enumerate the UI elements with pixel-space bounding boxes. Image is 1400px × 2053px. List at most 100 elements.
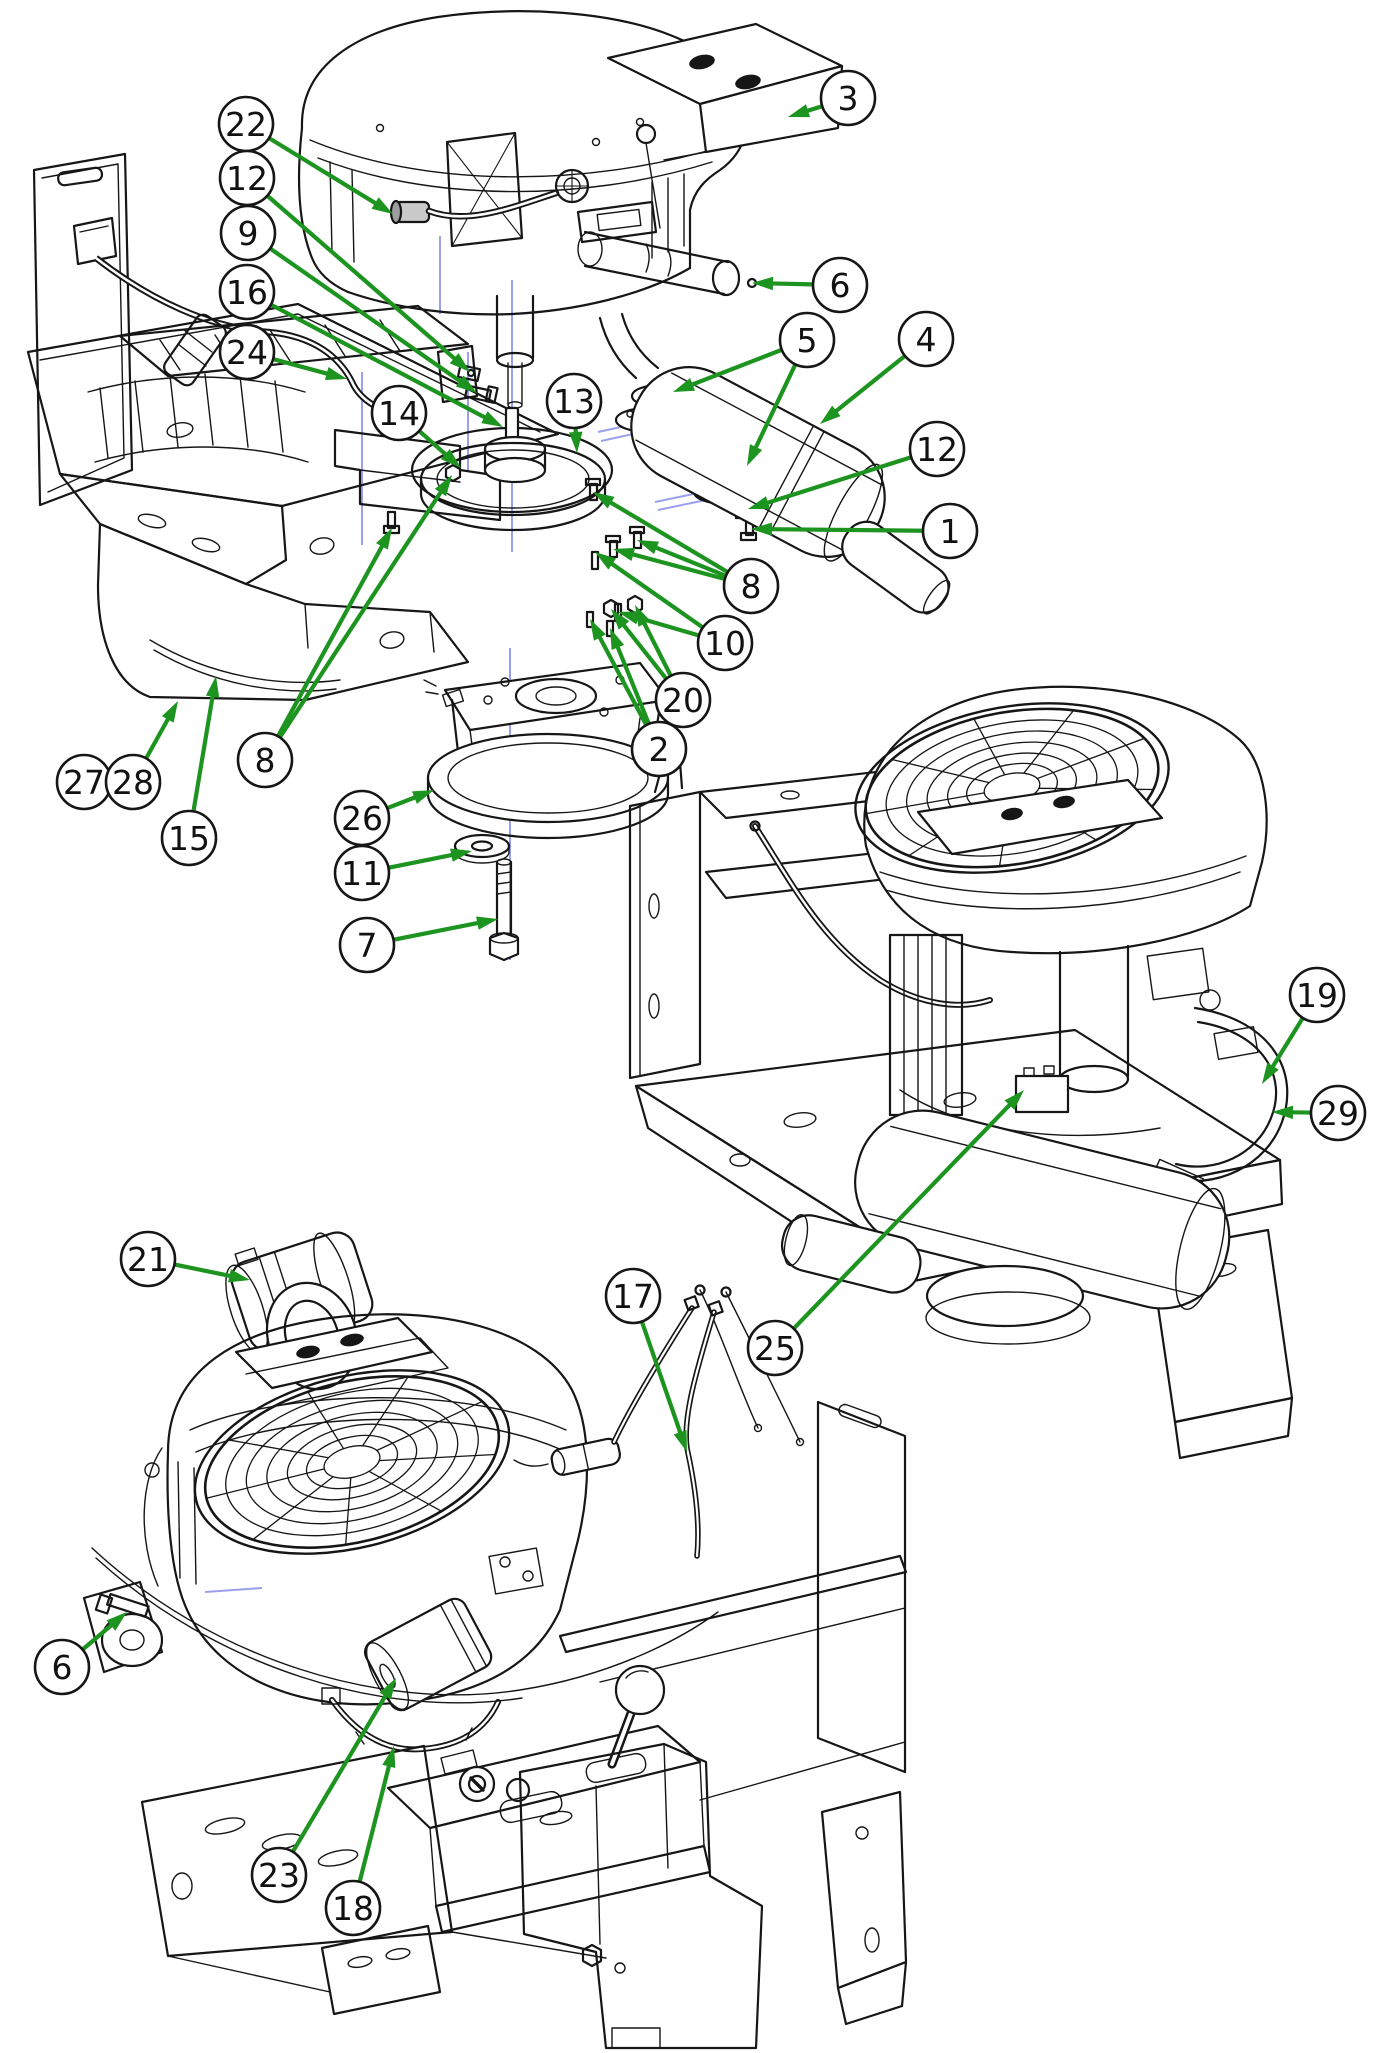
callout-15: 15 [160,676,220,867]
balloon-circle [219,204,277,262]
arrow-head-icon [569,431,583,453]
arrow-head-icon [673,378,696,392]
arrow-head-icon [593,492,615,509]
balloon-circle [218,263,276,321]
balloon-number: 6 [52,1648,73,1687]
arrow-head-icon [382,1746,396,1769]
arrow-head-icon [1262,1062,1279,1084]
callout-26: 26 [333,789,434,847]
balloon-number: 17 [612,1277,654,1316]
arrow-line [765,455,911,506]
balloon-number: 20 [662,681,704,720]
balloon-number: 12 [226,159,268,198]
balloon-number: 10 [704,624,746,663]
callout-23: 23 [250,1678,396,1904]
arrow-head-icon [228,1269,250,1283]
callout-17: 17 [604,1267,687,1452]
callout-8: 8 [593,492,780,615]
callout-22: 22 [217,95,393,214]
callout-27: 27 [55,753,113,811]
clutch-assembly [423,661,670,962]
arrow-line [653,545,726,578]
engine-bottom [82,1231,724,1753]
balloon-circle [33,1638,91,1696]
arrow-head-icon [618,611,641,625]
arrow-line [269,247,463,384]
balloon-circle [778,311,836,369]
wiring-harness [94,255,406,418]
balloon-circle [333,844,391,902]
arrow-line [770,281,813,287]
arrow-head-icon [449,353,470,372]
arrow-head-icon [748,496,771,510]
callout-20: 20 [611,605,712,729]
balloon-circle [897,310,955,368]
arrow-head-icon [106,1612,127,1631]
callout-2: 2 [590,619,688,778]
arrow-head-icon [820,405,841,424]
balloon-number: 29 [1317,1094,1359,1133]
callout-29: 29 [1272,1084,1367,1142]
arrow-head-icon [371,197,393,214]
arrow-head-icon [635,605,651,627]
callout-8: 8 [236,475,452,789]
arrow-line [640,1321,683,1435]
arrow-line [753,364,797,450]
arrow-line [805,104,822,114]
arrow-line [278,489,444,738]
balloon-number: 11 [341,854,383,893]
balloon-circle [370,384,428,442]
callout-10: 10 [595,552,754,672]
arrow-line [792,1102,1013,1330]
arrow-head-icon [434,475,452,497]
arrow-line [418,430,449,457]
arrow-line [630,551,725,581]
balloon-circle [119,1230,177,1288]
arrow-head-icon [590,619,606,641]
balloon-number: 25 [754,1329,796,1368]
arrow-line [273,357,330,377]
arrow-line [191,694,215,811]
arrow-head-icon [476,916,498,930]
callout-16: 16 [218,263,503,427]
arrow-head-icon [788,104,811,118]
arrow-line [615,644,651,724]
arrow-line [608,499,729,574]
balloon-circle [604,1267,662,1325]
balloon-circle [746,1319,804,1377]
balloon-circle [1288,966,1346,1024]
balloon-number: 26 [341,799,383,838]
arrow-head-icon [747,444,763,466]
balloon-number: 12 [916,430,958,469]
arrow-head-icon [637,540,660,555]
callout-21: 21 [119,1230,250,1288]
callout-18: 18 [324,1746,396,1937]
balloon-number: 21 [127,1240,169,1279]
balloon-circle [630,720,688,778]
arrow-head-icon [1272,1105,1294,1120]
balloon-number: 7 [357,926,378,965]
arrow-line [609,561,704,629]
balloon-number: 27 [63,763,105,802]
arrow-head-icon [613,547,636,561]
arrow-line [1270,1017,1305,1069]
arrow-head-icon [610,628,625,650]
arrow-line [291,1693,389,1852]
arrow-head-icon [611,609,630,630]
arrow-line [641,621,673,676]
balloon-number: 28 [112,763,154,802]
arrow-line [270,303,488,420]
arrow-head-icon [379,1678,396,1700]
balloon-circle [811,256,869,314]
callout-12: 12 [748,420,966,510]
callout-9: 9 [219,204,477,393]
arrow-line [597,634,648,726]
arrow-head-icon [161,701,178,723]
arrow-head-icon [751,522,773,536]
balloon-circle [696,614,754,672]
balloon-number: 8 [255,741,276,780]
balloon-number: 16 [226,273,268,312]
arrow-head-icon [411,790,434,804]
